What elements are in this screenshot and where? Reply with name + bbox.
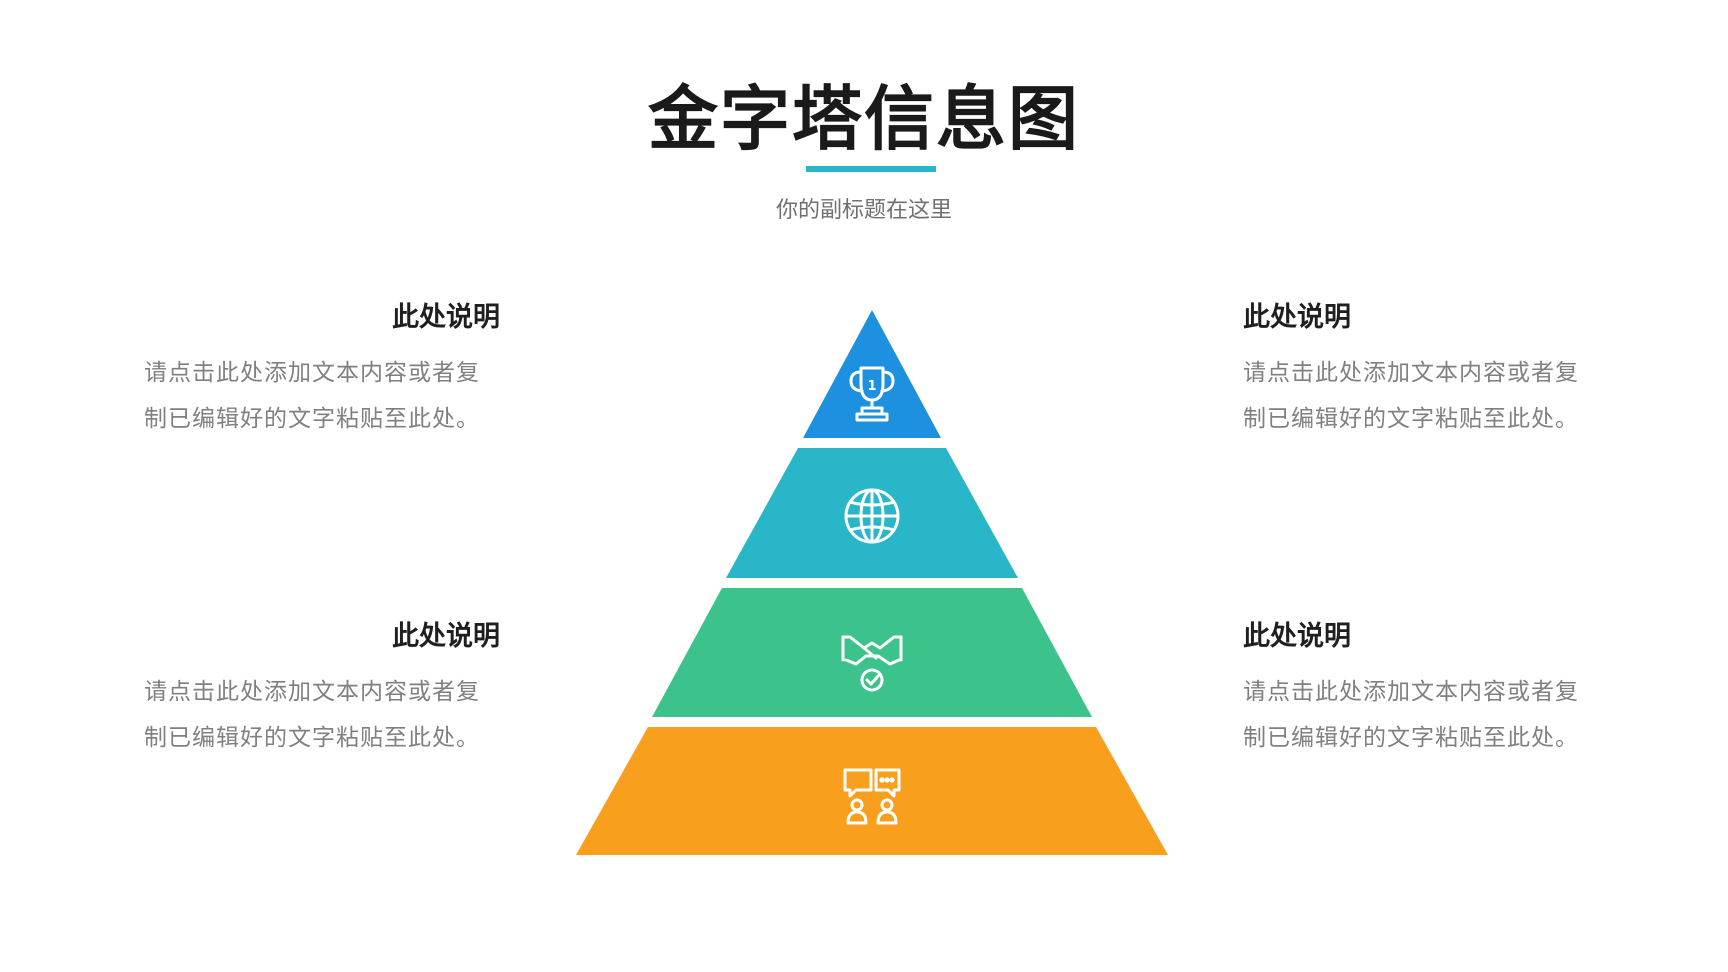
description-line-2: 制已编辑好的文字粘贴至此处。 (144, 725, 480, 751)
people-chat-icon (843, 768, 901, 825)
trophy-icon: 1 (849, 366, 895, 422)
description-line-2: 制已编辑好的文字粘贴至此处。 (1243, 725, 1579, 751)
description-line-2: 制已编辑好的文字粘贴至此处。 (144, 406, 480, 432)
pyramid-level-1[interactable] (803, 310, 941, 438)
trophy-number: 1 (867, 379, 876, 394)
description-top-right: 此处说明 请点击此处添加文本内容或者复 制已编辑好的文字粘贴至此处。 (1243, 300, 1599, 442)
page-title: 金字塔信息图 (648, 78, 1080, 160)
description-line-1: 请点击此处添加文本内容或者复 (144, 679, 480, 705)
description-body: 请点击此处添加文本内容或者复 制已编辑好的文字粘贴至此处。 (144, 350, 500, 442)
description-bottom-left: 此处说明 请点击此处添加文本内容或者复 制已编辑好的文字粘贴至此处。 (144, 619, 500, 761)
description-heading: 此处说明 (392, 302, 500, 333)
globe-icon (844, 488, 900, 544)
handshake-icon (841, 635, 903, 692)
description-line-1: 请点击此处添加文本内容或者复 (144, 360, 480, 386)
description-body: 请点击此处添加文本内容或者复 制已编辑好的文字粘贴至此处。 (1243, 350, 1599, 442)
title-underline (806, 166, 936, 172)
description-line-2: 制已编辑好的文字粘贴至此处。 (1243, 406, 1579, 432)
description-heading: 此处说明 (1243, 621, 1351, 652)
description-body: 请点击此处添加文本内容或者复 制已编辑好的文字粘贴至此处。 (1243, 669, 1599, 761)
description-body: 请点击此处添加文本内容或者复 制已编辑好的文字粘贴至此处。 (144, 669, 500, 761)
description-top-left: 此处说明 请点击此处添加文本内容或者复 制已编辑好的文字粘贴至此处。 (144, 300, 500, 442)
description-line-1: 请点击此处添加文本内容或者复 (1243, 679, 1579, 705)
page-subtitle: 你的副标题在这里 (775, 198, 952, 223)
description-line-1: 请点击此处添加文本内容或者复 (1243, 360, 1579, 386)
description-heading: 此处说明 (392, 621, 500, 652)
description-bottom-right: 此处说明 请点击此处添加文本内容或者复 制已编辑好的文字粘贴至此处。 (1243, 619, 1599, 761)
description-heading: 此处说明 (1243, 302, 1351, 333)
pyramid-level-3[interactable] (652, 588, 1092, 717)
